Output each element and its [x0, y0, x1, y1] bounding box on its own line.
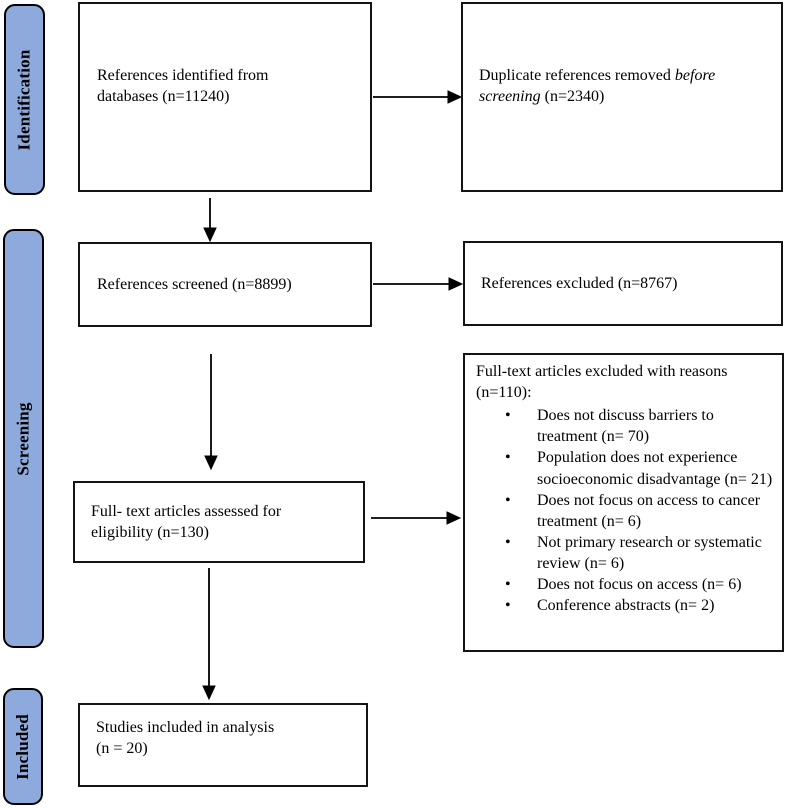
exclusion-reason: Does not focus on access (n= 6) — [476, 574, 778, 595]
box-duplicates-removed: Duplicate references removed before scre… — [461, 2, 783, 192]
stage-label-identification: Identification — [4, 4, 45, 195]
arrow-assessed-to-fulltext-excluded — [371, 511, 462, 525]
studies-included-text: Studies included in analysis (n = 20) — [96, 718, 275, 757]
exclusion-reason: Population does not experience socioecon… — [476, 447, 778, 489]
duplicates-removed-text-post: (n=2340) — [540, 88, 605, 105]
exclusion-reason: Does not discuss barriers to treatment (… — [476, 405, 778, 447]
arrow-assessed-to-included — [202, 568, 216, 701]
fulltext-assessed-text: Full- text articles assessed for eligibi… — [91, 502, 282, 541]
stage-label-screening-text: Screening — [13, 401, 33, 476]
box-references-excluded: References excluded (n=8767) — [463, 241, 783, 326]
arrow-screened-to-assessed — [204, 354, 218, 471]
stage-label-included: Included — [3, 688, 43, 805]
box-references-screened: References screened (n=8899) — [78, 242, 372, 327]
references-excluded-text: References excluded (n=8767) — [481, 274, 678, 292]
duplicates-removed-text: Duplicate references removed before scre… — [479, 65, 745, 107]
exclusion-reason: Does not focus on access to cancer treat… — [476, 490, 778, 532]
references-screened-text: References screened (n=8899) — [97, 275, 292, 293]
stage-label-identification-text: Identification — [14, 48, 34, 151]
box-fulltext-assessed: Full- text articles assessed for eligibi… — [73, 481, 365, 563]
exclusion-reason: Conference abstracts (n= 2) — [476, 595, 778, 616]
references-identified-text: References identified from databases (n=… — [97, 66, 269, 105]
exclusion-reason: Not primary research or systematic revie… — [476, 532, 778, 574]
duplicates-removed-text-pre: Duplicate references removed — [479, 66, 675, 84]
box-fulltext-excluded: Full-text articles excluded with reasons… — [463, 353, 784, 652]
arrow-identified-to-screened — [203, 198, 217, 243]
fulltext-excluded-heading: Full-text articles excluded with reasons… — [476, 363, 728, 402]
stage-label-included-text: Included — [13, 713, 33, 780]
box-studies-included: Studies included in analysis (n = 20) — [78, 703, 368, 787]
box-references-identified: References identified from databases (n=… — [78, 2, 372, 192]
arrow-identified-to-duplicates — [373, 90, 463, 104]
stage-label-screening: Screening — [3, 229, 44, 648]
duplicates-removed-text-italic: before screening — [479, 66, 716, 105]
arrow-screened-to-excluded — [373, 277, 464, 291]
exclusion-reason-list: Does not discuss barriers to treatment (… — [476, 405, 778, 616]
